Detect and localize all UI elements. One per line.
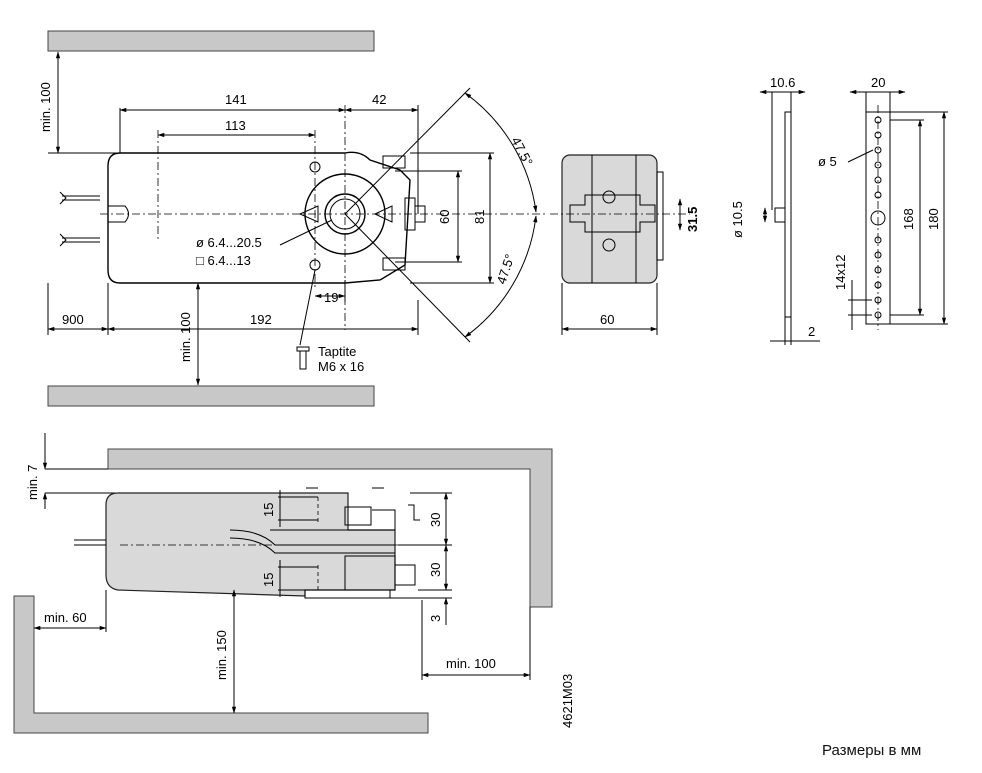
angle-bottom: 47.5°: [494, 252, 518, 286]
side-view-body: [561, 154, 658, 284]
dim-192: 192: [250, 312, 272, 327]
taptite-label: Taptite: [318, 344, 356, 359]
min7-label: min. 7: [25, 465, 40, 500]
drawing-code: 4621M03: [560, 674, 575, 728]
dim-2: 2: [808, 324, 815, 339]
adapter-plate: [784, 111, 792, 318]
angle-top: 47.5°: [508, 134, 536, 168]
dim-180: 180: [926, 208, 941, 230]
strip-holes: [870, 116, 886, 319]
dim-15a: 15: [261, 503, 276, 517]
shaft-dia-label: ø 6.4...20.5: [196, 235, 262, 250]
dim-31-5: 31.5: [685, 207, 700, 232]
dim-60-side: 60: [600, 312, 614, 327]
floor-wall: [13, 595, 429, 734]
min100-mid-label: min. 100: [178, 312, 193, 362]
dim-900: 900: [62, 312, 84, 327]
bottom-wall: [47, 385, 375, 407]
dim-3: 3: [428, 615, 443, 622]
min100-top-label: min. 100: [38, 82, 53, 132]
dim-113: 113: [225, 118, 246, 133]
dim-81: 81: [472, 210, 487, 224]
units-note: Размеры в мм: [822, 742, 922, 759]
min100-bottom-label: min. 100: [446, 656, 496, 671]
dim-141: 141: [225, 92, 247, 107]
dim-42: 42: [372, 92, 386, 107]
dim-dia-5: ø 5: [818, 154, 837, 169]
dim-14x12: 14x12: [833, 255, 848, 290]
dim-19: 19: [324, 290, 338, 305]
dim-30b: 30: [428, 563, 443, 577]
top-wall: [47, 30, 375, 52]
min150-label: min. 150: [214, 630, 229, 680]
shaft-square-label: □ 6.4...13: [196, 253, 251, 268]
m6-label: M6 x 16: [318, 359, 364, 374]
dim-10-6: 10.6: [770, 75, 795, 90]
actuator-body: [107, 151, 411, 284]
dim-20: 20: [871, 75, 885, 90]
dim-60: 60: [437, 210, 452, 224]
dim-168: 168: [901, 208, 916, 230]
min60-label: min. 60: [44, 610, 87, 625]
dim-dia-10-5: ø 10.5: [730, 201, 745, 238]
dim-30a: 30: [428, 513, 443, 527]
dim-15b: 15: [261, 573, 276, 587]
